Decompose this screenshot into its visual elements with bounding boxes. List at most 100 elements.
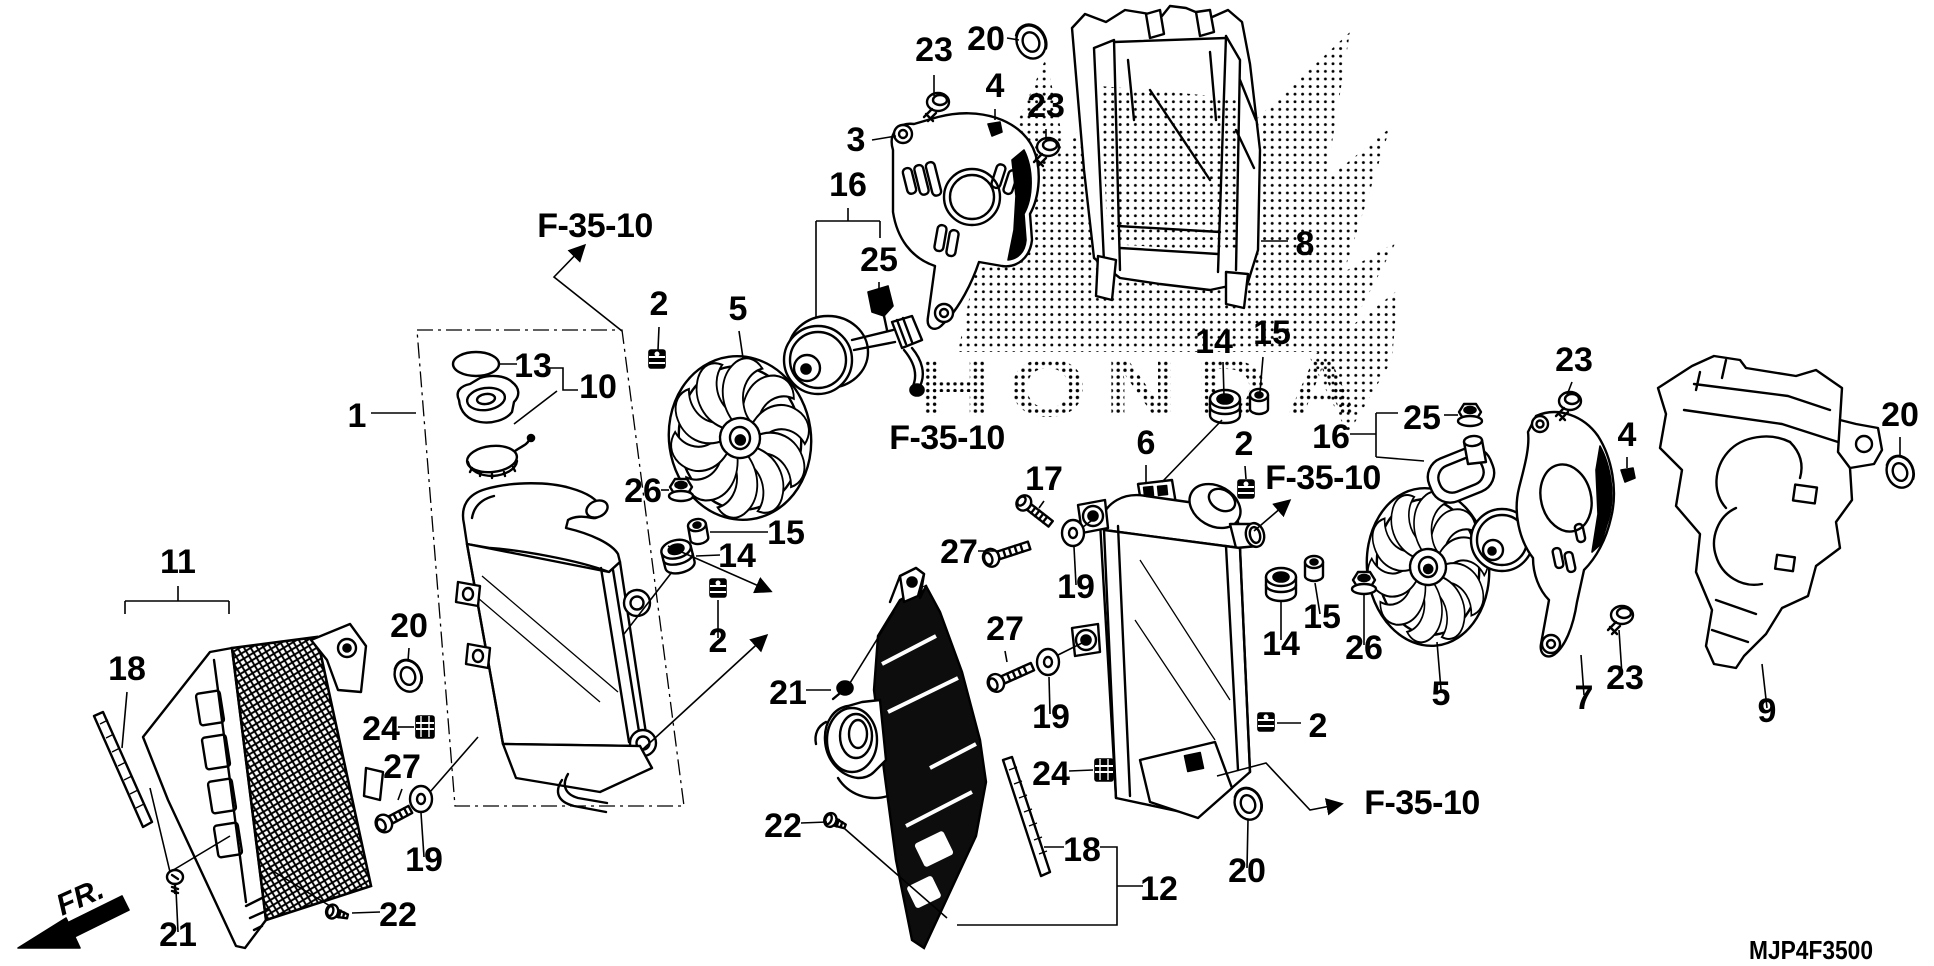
- reserve-tank: [461, 482, 622, 574]
- part-callout-20: 20: [967, 20, 1005, 58]
- part-21-screw: [165, 868, 185, 895]
- part-callout-13: 13: [514, 347, 552, 385]
- crossref-label: F-35-10: [537, 207, 653, 245]
- motor-breather-cap: [1462, 434, 1488, 466]
- front-direction-arrow: FR.: [17, 873, 130, 949]
- part-25-nut: [1456, 402, 1484, 428]
- part-callout-12: 12: [1140, 870, 1178, 908]
- part-12-grille-center: [814, 566, 988, 950]
- part-callout-4: 4: [986, 67, 1005, 105]
- part-16-fan-motor-right: [1426, 434, 1535, 573]
- part-7-shroud-right: [1515, 410, 1616, 658]
- part-15-collar: [1248, 387, 1270, 416]
- part-27-bolt: [374, 804, 414, 834]
- part-8-air-guide: [1070, 4, 1262, 310]
- grille-collar: [814, 698, 890, 800]
- part-callout-19: 19: [405, 841, 443, 879]
- part-callout-14: 14: [1262, 625, 1300, 663]
- part-9-cover-right: [1656, 354, 1884, 670]
- part-callout-20: 20: [1881, 396, 1919, 434]
- part-24-clip: [1094, 758, 1114, 782]
- part-11-grille-left: [141, 622, 385, 950]
- part-20-grommet: [1014, 23, 1048, 60]
- part-callout-20: 20: [1228, 852, 1266, 890]
- part-6-radiator-right: [1070, 478, 1266, 820]
- radiator-hose-stub-lower: [1228, 521, 1266, 550]
- part-18-seal-strip-center: [1001, 755, 1052, 878]
- part-callout-16: 16: [1312, 418, 1350, 456]
- part-callout-18: 18: [108, 650, 146, 688]
- part-callout-9: 9: [1758, 692, 1777, 730]
- part-5-fan-left: [663, 348, 817, 528]
- part-callout-23: 23: [1027, 87, 1065, 125]
- radiator-filler-cap: [465, 433, 536, 480]
- tank-filler-stub: [585, 499, 609, 519]
- part-callout-20: 20: [390, 607, 428, 645]
- crossref-label: F-35-10: [1265, 459, 1381, 497]
- part-callout-23: 23: [1606, 659, 1644, 697]
- cross-reference-arrows: [552, 243, 1344, 816]
- part-2-nut: [1257, 712, 1275, 732]
- part-callout-25: 25: [860, 241, 898, 279]
- part-16-fan-motor-left: [782, 314, 925, 397]
- leader-lines: [121, 37, 1901, 933]
- part-5-fan-right: [1361, 482, 1495, 652]
- part-callout-1: 1: [348, 397, 367, 435]
- part-26-nut: [1350, 570, 1378, 596]
- part-callout-24: 24: [362, 710, 400, 748]
- part-1-radiator-assembly: [416, 329, 685, 814]
- part-18-seal-strip-left: [92, 710, 154, 829]
- part-22-screw: [324, 903, 350, 920]
- part-callout-27: 27: [383, 748, 421, 786]
- crossref-label: F-35-10: [889, 419, 1005, 457]
- part-callout-27: 27: [940, 533, 978, 571]
- part-callout-18: 18: [1063, 831, 1101, 869]
- part-26-nut: [667, 477, 695, 503]
- crossref-label: F-35-10: [1364, 784, 1480, 822]
- part-25-sensor: [867, 285, 894, 332]
- part-14-bushing: [1208, 388, 1242, 425]
- part-callout-21: 21: [769, 674, 807, 712]
- part-callout-26: 26: [1345, 629, 1383, 667]
- part-14-bushing: [1264, 566, 1298, 603]
- part-2-nut: [709, 578, 727, 598]
- grille-top-bracket: [309, 622, 368, 694]
- part-callout-23: 23: [915, 31, 953, 69]
- part-10-cap: [456, 374, 558, 425]
- part-22-screw: [823, 811, 847, 830]
- part-callout-4: 4: [1618, 416, 1637, 454]
- part-15-collar: [1303, 554, 1325, 583]
- part-4-clip: [1620, 467, 1636, 483]
- part-19-washer: [408, 784, 434, 814]
- part-23-bolt: [922, 91, 951, 123]
- part-callout-5: 5: [729, 290, 748, 328]
- part-20-grommet: [1885, 454, 1915, 489]
- part-3-shroud-left: [890, 112, 1040, 330]
- part-callout-26: 26: [624, 472, 662, 510]
- part-21-screw: [831, 680, 854, 701]
- part-callout-17: 17: [1025, 460, 1063, 498]
- part-callout-8: 8: [1296, 225, 1315, 263]
- part-15-collar: [686, 517, 710, 546]
- part-callout-7: 7: [1575, 679, 1594, 717]
- part-19-washer: [1035, 647, 1061, 677]
- part-callout-21: 21: [159, 916, 197, 954]
- diagram-code: MJP4F3500: [1749, 935, 1873, 965]
- part-callout-2: 2: [1235, 425, 1254, 463]
- part-27-bolt: [981, 540, 1032, 568]
- radiator-core-left: [454, 542, 658, 814]
- part-23-bolt: [1032, 136, 1061, 168]
- part-27-bolt: [986, 661, 1036, 693]
- part-callout-14: 14: [718, 537, 756, 575]
- part-callout-27: 27: [986, 610, 1024, 648]
- part-callout-24: 24: [1032, 755, 1070, 793]
- part-callout-23: 23: [1555, 341, 1593, 379]
- part-20-grommet: [393, 658, 423, 693]
- crossref-layer: F-35-10F-35-10F-35-10F-35-10: [537, 207, 1480, 822]
- grille-top-bracket-center: [888, 566, 928, 604]
- part-2-nut: [1237, 479, 1255, 499]
- part-callout-11: 11: [160, 543, 196, 581]
